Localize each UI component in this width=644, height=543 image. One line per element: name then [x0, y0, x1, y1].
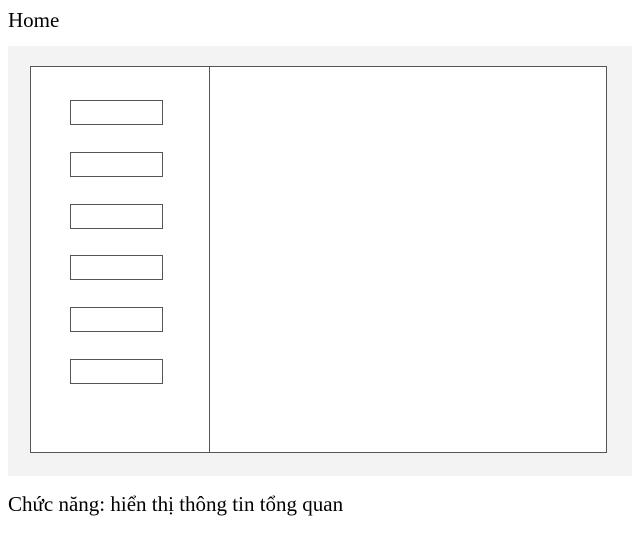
- function-caption: Chức năng: hiển thị thông tin tổng quan: [8, 492, 344, 516]
- page-heading: Home: [8, 8, 60, 32]
- sidebar-menu-item-6[interactable]: [70, 359, 163, 384]
- main-content-area: [210, 67, 606, 452]
- sidebar-menu-item-1[interactable]: [70, 100, 163, 125]
- sidebar-menu-item-4[interactable]: [70, 255, 163, 280]
- sidebar: [31, 67, 210, 452]
- sidebar-menu-item-5[interactable]: [70, 307, 163, 332]
- sidebar-menu-item-2[interactable]: [70, 152, 163, 177]
- app-frame-mockup: [30, 66, 607, 453]
- wireframe-panel: [8, 46, 632, 476]
- sidebar-menu-item-3[interactable]: [70, 204, 163, 229]
